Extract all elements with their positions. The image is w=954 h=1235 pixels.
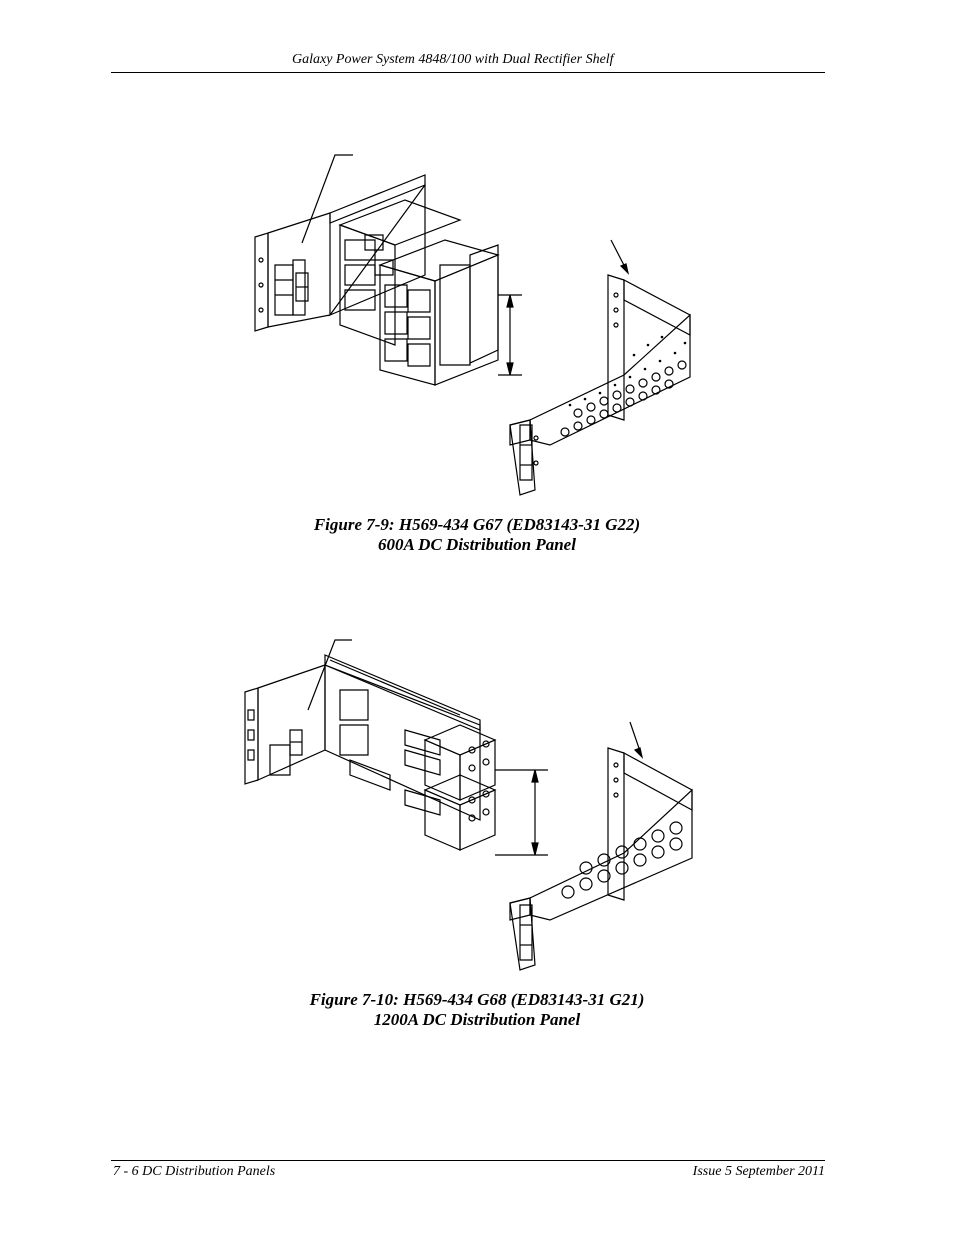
figure-1200a-panel-illustration <box>230 630 710 975</box>
page-header-title: Galaxy Power System 4848/100 with Dual R… <box>292 52 614 67</box>
footer-section-label: 7 - 6 DC Distribution Panels <box>113 1164 276 1179</box>
figure-600a-panel-illustration <box>230 145 710 505</box>
footer-issue-date: Issue 5 September 2011 <box>692 1164 825 1179</box>
callout-line <box>302 155 353 243</box>
figure-7-9-caption-line2: 600A DC Distribution Panel <box>378 535 576 554</box>
figure-7-9-caption-line1: Figure 7-9: H569-434 G67 (ED83143-31 G22… <box>313 515 641 534</box>
callout-line <box>308 640 352 710</box>
figure-7-10-caption-line1: Figure 7-10: H569-434 G68 (ED83143-31 G2… <box>309 990 645 1009</box>
header-divider <box>111 72 825 73</box>
footer-divider <box>111 1160 825 1161</box>
figure-7-10-caption: Figure 7-10: H569-434 G68 (ED83143-31 G2… <box>0 990 954 1030</box>
figure-7-9-caption: Figure 7-9: H569-434 G67 (ED83143-31 G22… <box>0 515 954 555</box>
figure-7-10-caption-line2: 1200A DC Distribution Panel <box>373 1010 581 1029</box>
